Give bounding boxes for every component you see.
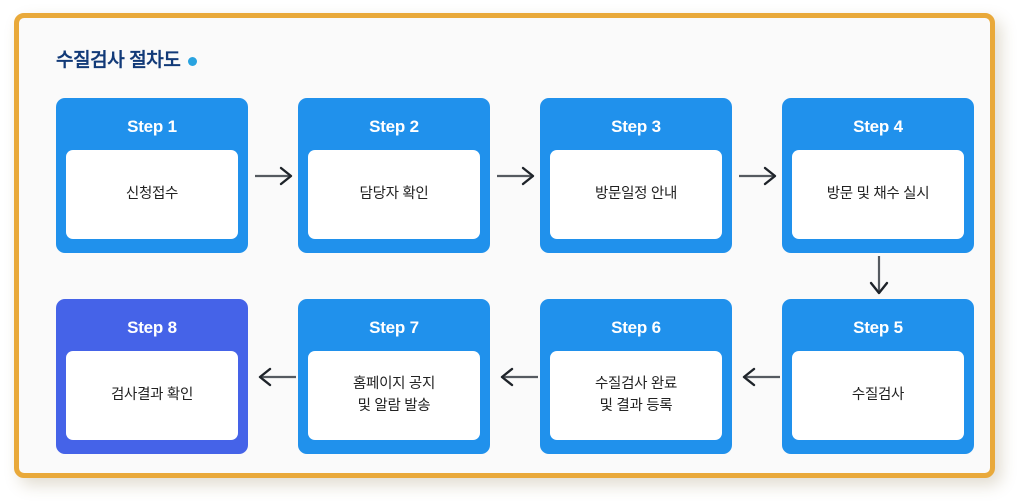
arrow-right-step3-step4 [737,165,782,187]
arrow-down-step4-step5 [868,254,890,300]
step-text-5: 수질검사 [851,386,905,403]
step-card-5: 수질검사 [792,351,964,440]
step-label-3: Step 3 [611,117,661,136]
step-box-4[interactable]: Step 4 방문 및 채수 실시 [782,98,974,253]
step-box-3[interactable]: Step 3 방문일정 안내 [540,98,732,253]
step-label-5: Step 5 [853,318,903,337]
step-box-8[interactable]: Step 8 검사결과 확인 [56,299,248,454]
page-title-text: 수질검사 절차도 [56,50,181,71]
step-label-4: Step 4 [853,117,903,136]
step-text-7: 홈페이지 공지 및 알람 발송 [353,376,435,414]
step-label-2: Step 2 [369,117,419,136]
step-label-7: Step 7 [369,318,419,337]
arrow-right-step1-step2 [253,165,298,187]
step-text-2: 담당자 확인 [359,185,429,202]
step-label-8: Step 8 [127,318,177,337]
step-card-7: 홈페이지 공지 및 알람 발송 [308,351,480,440]
flowchart-panel: 수질검사 절차도 Step 1 신청접수 Step 2 담당자 확인 Step … [14,13,995,478]
step-text-8: 검사결과 확인 [111,386,193,403]
step-box-1[interactable]: Step 1 신청접수 [56,98,248,253]
step-label-1: Step 1 [127,117,177,136]
step-label-6: Step 6 [611,318,661,337]
arrow-right-step2-step3 [495,165,540,187]
step-box-7[interactable]: Step 7 홈페이지 공지 및 알람 발송 [298,299,490,454]
page-title: 수질검사 절차도 [56,45,198,72]
arrow-left-step6-step7 [495,366,540,388]
step-card-3: 방문일정 안내 [550,150,722,239]
step-card-8: 검사결과 확인 [66,351,238,440]
step-text-4: 방문 및 채수 실시 [826,185,930,202]
step-text-3: 방문일정 안내 [595,185,677,202]
step-box-5[interactable]: Step 5 수질검사 [782,299,974,454]
step-text-1: 신청접수 [125,185,179,202]
step-text-6: 수질검사 완료 및 결과 등록 [595,376,677,414]
arrow-left-step7-step8 [253,366,298,388]
step-card-2: 담당자 확인 [308,150,480,239]
step-card-6: 수질검사 완료 및 결과 등록 [550,351,722,440]
title-dot-icon [188,57,198,66]
flow-diagram: Step 1 신청접수 Step 2 담당자 확인 Step 3 방문일정 안내… [19,18,990,473]
step-box-2[interactable]: Step 2 담당자 확인 [298,98,490,253]
step-box-6[interactable]: Step 6 수질검사 완료 및 결과 등록 [540,299,732,454]
step-card-4: 방문 및 채수 실시 [792,150,964,239]
step-card-1: 신청접수 [66,150,238,239]
arrow-left-step5-step6 [737,366,782,388]
